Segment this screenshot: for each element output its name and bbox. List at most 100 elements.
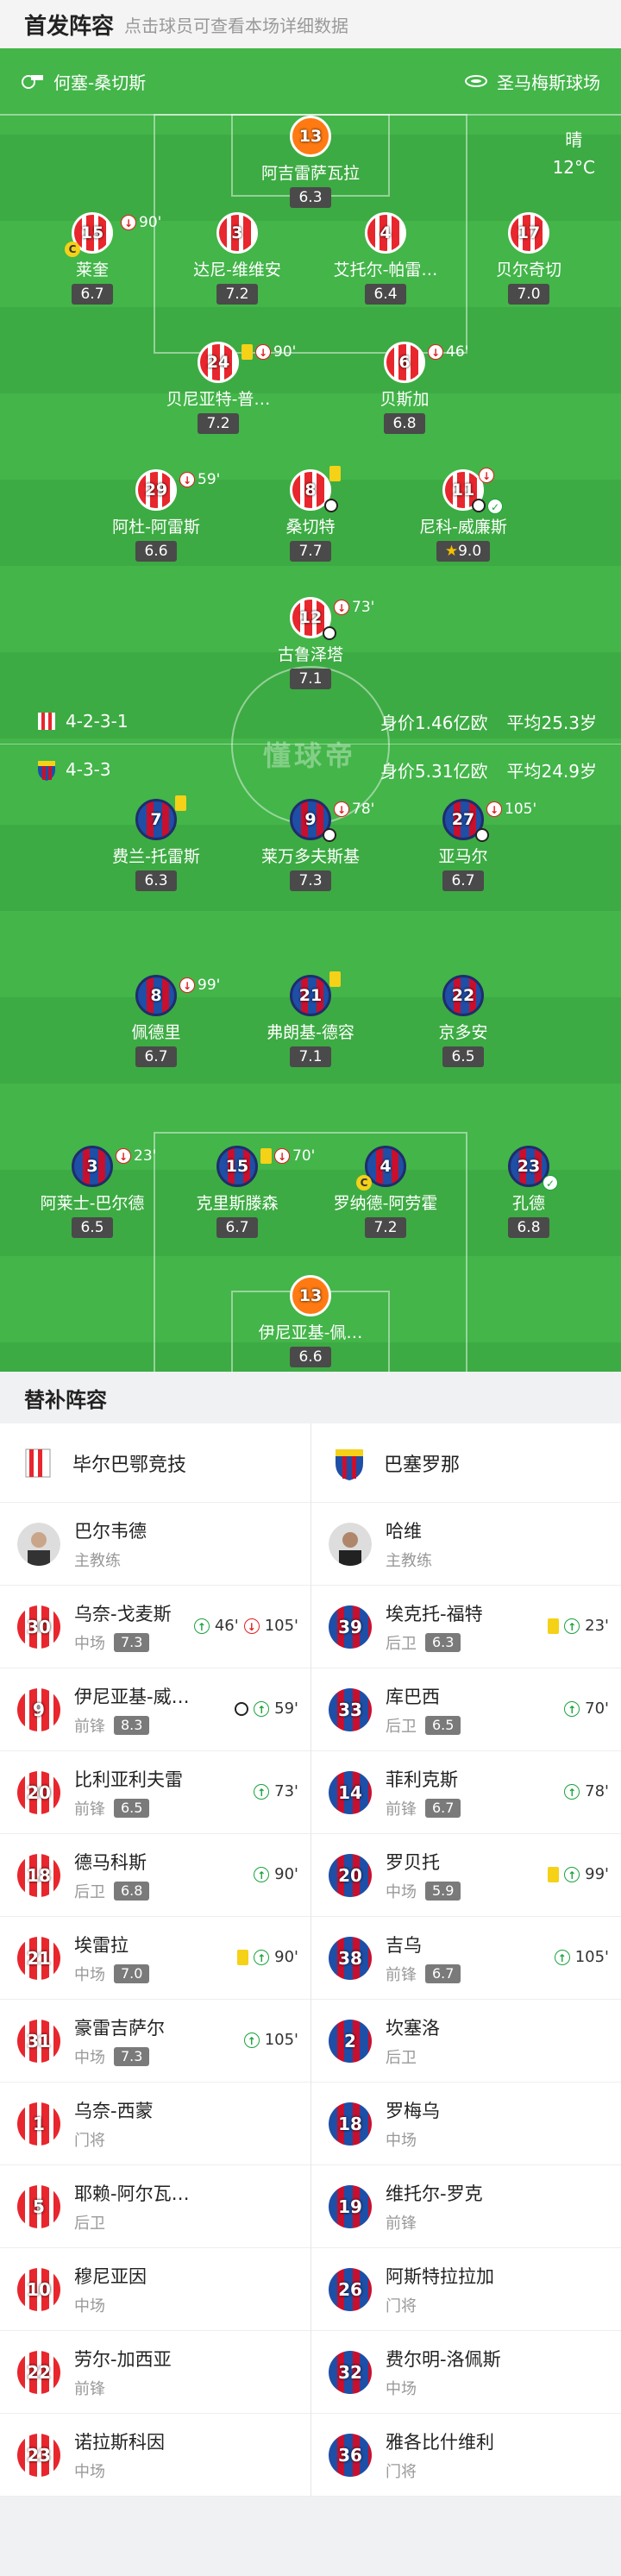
player-home-lw[interactable]: 29 ↓59' 阿杜-阿雷斯 6.6 bbox=[83, 469, 229, 562]
event-minute: 73' bbox=[274, 1782, 298, 1800]
home-team-header[interactable]: 毕尔巴鄂竞技 bbox=[0, 1423, 310, 1503]
event-minute: 90' bbox=[274, 1865, 298, 1883]
player-name: 乌奈-戈麦斯 bbox=[74, 1603, 172, 1624]
player-rating: 6.8 bbox=[384, 413, 425, 434]
player-away-cm3[interactable]: 22 京多安 6.5 bbox=[390, 975, 536, 1067]
player-away-cb1[interactable]: 15 ↓70' 克里斯滕森 6.7 bbox=[164, 1146, 315, 1238]
player-away-gk[interactable]: 13 伊尼亚基-佩… 6.6 bbox=[237, 1275, 384, 1367]
player-home-gk[interactable]: 13 阿吉雷萨瓦拉 6.3 bbox=[237, 116, 384, 208]
player-away-lw[interactable]: 7 费兰-托雷斯 6.3 bbox=[83, 795, 229, 891]
player-rating: 6.5 bbox=[425, 1715, 461, 1735]
player-position: 后卫 bbox=[386, 2048, 417, 2067]
home-coach-name: 何塞-桑切斯 bbox=[53, 72, 147, 93]
ball-icon bbox=[475, 828, 489, 842]
home-coach[interactable]: 何塞-桑切斯 bbox=[21, 69, 146, 94]
away-coach-row[interactable]: 哈维主教练 bbox=[311, 1503, 621, 1586]
sub-out-icon: ↓ bbox=[255, 344, 271, 360]
event-minute: 70' bbox=[585, 1700, 609, 1718]
player-rating: 6.7 bbox=[442, 870, 484, 891]
player-position-line: 门将 bbox=[386, 2460, 494, 2482]
player-rating: 7.2 bbox=[198, 413, 239, 434]
player-home-cb1[interactable]: 3 达尼-维维安 7.2 bbox=[164, 212, 310, 305]
captain-icon: C bbox=[65, 242, 80, 257]
player-away-cm1[interactable]: 8 ↓99' 佩德里 6.7 bbox=[83, 975, 229, 1067]
coach-role: 主教练 bbox=[386, 1551, 432, 1570]
player-away-cm2[interactable]: 21 弗朗基-德容 7.1 bbox=[237, 971, 384, 1067]
player-home-lb[interactable]: 15 C ↓90' 莱奎 6.7 bbox=[19, 212, 166, 305]
player-home-dm1[interactable]: 24 ↓90' 贝尼亚特-普… 7.2 bbox=[145, 342, 296, 434]
player-position: 前锋 bbox=[74, 1717, 105, 1736]
player-home-cb2[interactable]: 4 艾托尔-帕雷… 6.4 bbox=[312, 212, 459, 305]
player-name: 库巴西 bbox=[386, 1686, 440, 1707]
player-home-rw[interactable]: 11 ↓ ✓ 尼科-威廉斯 ★9.0 bbox=[390, 468, 536, 562]
away-team-name: 巴塞罗那 bbox=[384, 1454, 461, 1476]
player-rating: 6.7 bbox=[216, 1217, 258, 1238]
player-away-lb[interactable]: 3 ↓23' 阿莱士-巴尔德 6.5 bbox=[19, 1146, 166, 1238]
player-name: 埃克托-福特 bbox=[386, 1603, 483, 1624]
player-away-cb2[interactable]: 4 C 罗纳德-阿劳霍 7.2 bbox=[312, 1146, 459, 1238]
player-away-rb[interactable]: 23 ✓ 孔德 6.8 bbox=[455, 1146, 602, 1238]
jersey-number: 26 bbox=[329, 2267, 372, 2311]
stadium-name: 圣马梅斯球场 bbox=[497, 72, 600, 93]
event-minute: 105' bbox=[264, 1617, 298, 1635]
player-name: 贝尼亚特-普… bbox=[166, 390, 271, 409]
player-rating: 6.6 bbox=[290, 1347, 331, 1367]
jersey: 6 bbox=[384, 342, 425, 383]
player-away-st[interactable]: 9 ↓78' 莱万多夫斯基 7.3 bbox=[237, 799, 384, 891]
player-home-am[interactable]: 8 桑切特 7.7 bbox=[237, 466, 384, 562]
home-coach-row[interactable]: 巴尔韦德主教练 bbox=[0, 1503, 310, 1586]
penalty-box-bottom bbox=[154, 1132, 467, 1372]
away-value: 身价5.31亿欧 bbox=[380, 760, 488, 782]
player-name: 弗朗基-德容 bbox=[267, 1023, 354, 1042]
player-home-st[interactable]: 12 ↓73' 古鲁泽塔 7.1 bbox=[237, 597, 384, 689]
sub-minute: 99' bbox=[198, 977, 221, 994]
athletic-crest-icon bbox=[38, 713, 55, 730]
jersey: 17 bbox=[508, 212, 549, 254]
jersey-number: 20 bbox=[329, 1853, 372, 1897]
rating-value: 9.0 bbox=[458, 543, 482, 560]
player-events: ↑90' bbox=[254, 1865, 298, 1883]
assist-icon: ✓ bbox=[543, 1175, 558, 1191]
player-home-rb[interactable]: 17 贝尔奇切 7.0 bbox=[455, 212, 602, 305]
jersey-number: 38 bbox=[329, 1936, 372, 1980]
player-name: 费兰-托雷斯 bbox=[112, 847, 200, 866]
player-position-line: 中场 bbox=[386, 2377, 501, 2399]
sub-out-icon: ↓ bbox=[121, 215, 136, 230]
player-events: ↑70' bbox=[564, 1700, 609, 1718]
away-team-header[interactable]: 巴塞罗那 bbox=[311, 1423, 621, 1503]
player-home-dm2[interactable]: 6 ↓46' 贝斯加 6.8 bbox=[331, 342, 478, 434]
player-name: 穆尼亚因 bbox=[74, 2265, 147, 2287]
athletic-logo-icon bbox=[25, 1448, 51, 1477]
player-rating: 6.8 bbox=[508, 1217, 549, 1238]
player-name: 阿杜-阿雷斯 bbox=[112, 518, 200, 537]
player-name: 维托尔-罗克 bbox=[386, 2183, 483, 2204]
player-away-rw[interactable]: 27 ↓105' 亚马尔 6.7 bbox=[390, 799, 536, 891]
jersey-number: 23 bbox=[17, 2433, 60, 2477]
lineup-header: 首发阵容 点击球员可查看本场详细数据 bbox=[0, 0, 621, 48]
